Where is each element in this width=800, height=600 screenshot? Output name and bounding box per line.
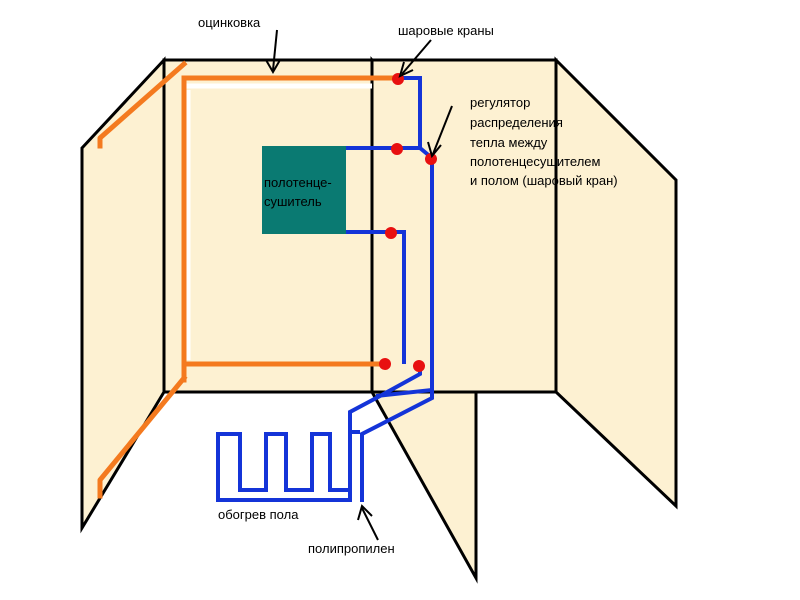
valves bbox=[379, 73, 437, 372]
left-wall bbox=[80, 56, 166, 534]
label-regulator-line-1: регулятор bbox=[470, 95, 530, 110]
label-towel-dryer-line-1: полотенце- bbox=[264, 175, 332, 190]
galvanized-left-lower bbox=[97, 374, 188, 499]
arrow-galvanized-head bbox=[265, 59, 281, 74]
arrow-polypropylene bbox=[361, 507, 379, 541]
pp-regulator-line bbox=[375, 146, 434, 398]
arrow-polypropylene-head bbox=[357, 504, 373, 521]
valve-bottom-right bbox=[413, 360, 425, 372]
arrow-regulator bbox=[432, 105, 453, 155]
label-towel-dryer: полотенце- сушитель bbox=[264, 175, 332, 209]
label-floor-heating: обогрев пола bbox=[218, 507, 299, 522]
pp-supply-down bbox=[360, 390, 434, 502]
label-polypropylene: полипропилен bbox=[308, 541, 395, 556]
pp-towel-return bbox=[342, 230, 406, 364]
label-regulator-line-3: тепла между bbox=[470, 135, 548, 150]
galvanized-bottom-pipe bbox=[181, 347, 389, 367]
arrow-ball-valves-head bbox=[398, 61, 414, 78]
pp-floor-heating-coil bbox=[216, 432, 352, 502]
leaders bbox=[265, 29, 453, 541]
label-regulator-line-4: полотенцесушителем bbox=[470, 154, 601, 169]
towel-dryer bbox=[262, 146, 346, 234]
galvanized-left-upper bbox=[97, 60, 188, 149]
label-regulator: регулятор распределения тепла между поло… bbox=[470, 95, 618, 188]
label-galvanized: оцинковка bbox=[198, 15, 261, 30]
valve-towel-return bbox=[385, 227, 397, 239]
arrow-galvanized bbox=[272, 29, 278, 71]
valve-towel-supply bbox=[391, 143, 403, 155]
galvanized-pipes bbox=[97, 60, 401, 499]
arrow-ball-valves bbox=[401, 39, 432, 75]
arrow-regulator-head bbox=[427, 141, 442, 159]
pp-riser bbox=[398, 76, 422, 148]
valve-bottom-left bbox=[379, 358, 391, 370]
label-towel-dryer-line-2: сушитель bbox=[264, 194, 322, 209]
label-regulator-line-2: распределения bbox=[470, 115, 563, 130]
walls bbox=[80, 56, 678, 584]
valve-regulator bbox=[425, 153, 437, 165]
label-ball-valves: шаровые краны bbox=[398, 23, 494, 38]
right-wall bbox=[554, 56, 678, 510]
label-regulator-line-5: и полом (шаровый кран) bbox=[470, 173, 618, 188]
